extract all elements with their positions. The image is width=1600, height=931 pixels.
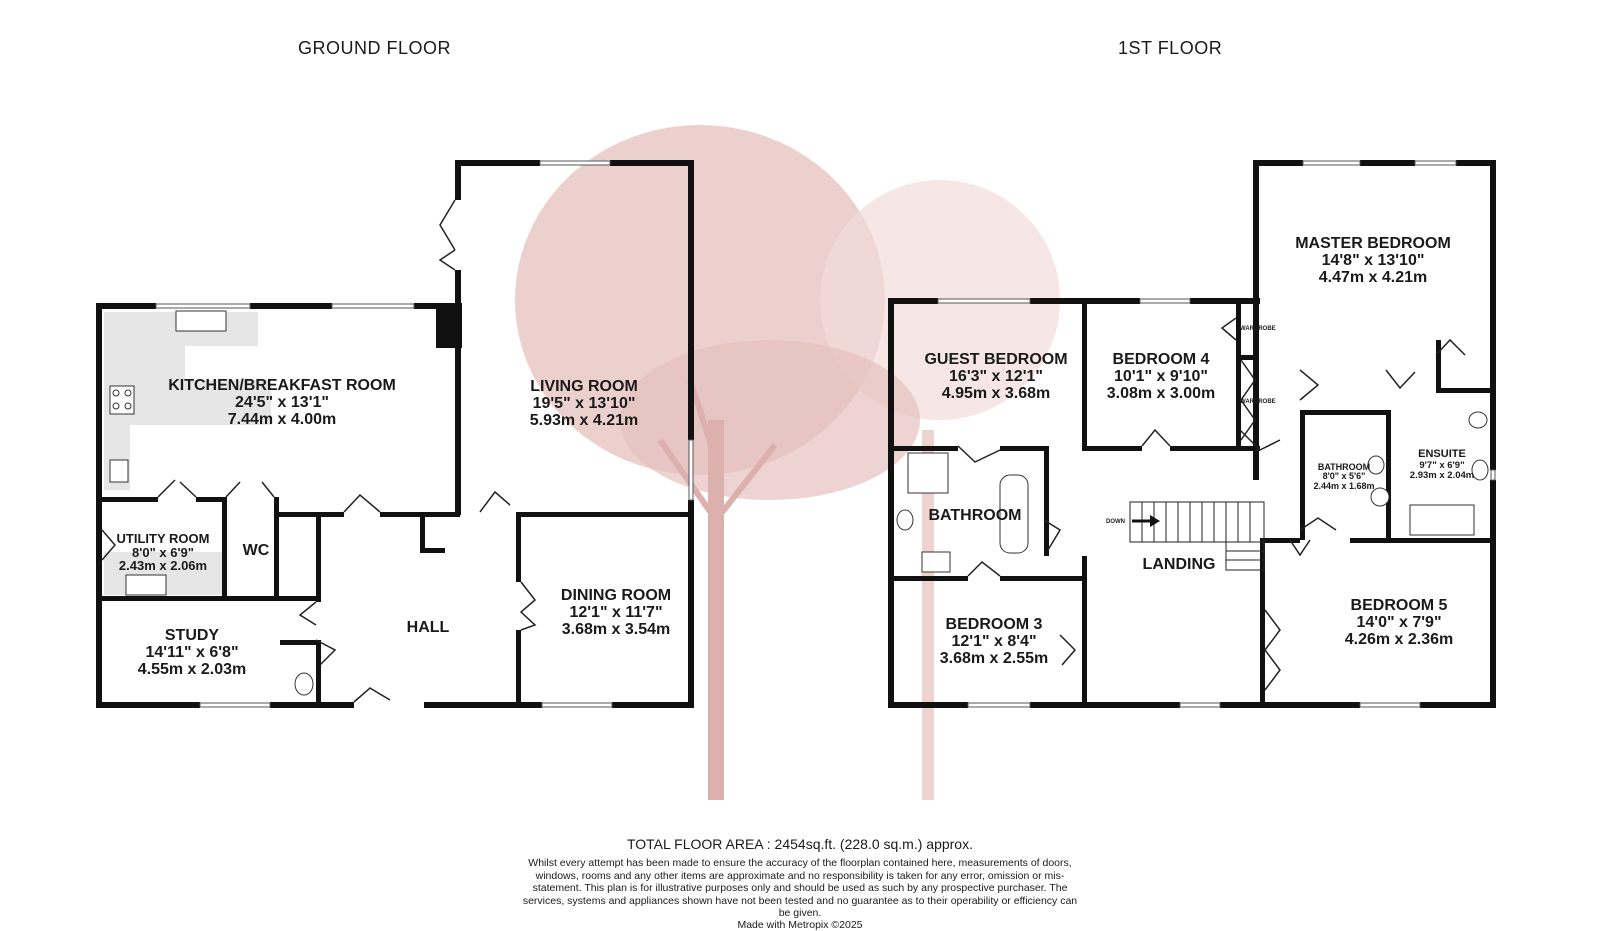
room-imperial: 12'1" x 8'4" bbox=[951, 632, 1037, 650]
room-utility: UTILITY ROOM 8'0" x 6'9" 2.43m x 2.06m bbox=[117, 532, 210, 573]
room-metric: 2.43m x 2.06m bbox=[118, 558, 208, 574]
room-kitchen-breakfast: KITCHEN/BREAKFAST ROOM 24'5" x 13'1" 7.4… bbox=[168, 377, 396, 428]
room-name: BATHROOM bbox=[928, 507, 1022, 524]
room-imperial: 14'0" x 7'9" bbox=[1356, 613, 1442, 631]
watermark-tree-logo bbox=[515, 125, 1060, 800]
ground-floor-walls bbox=[96, 160, 694, 708]
room-metric: 4.95m x 3.68m bbox=[941, 384, 1051, 402]
room-metric: 3.68m x 3.54m bbox=[561, 620, 671, 638]
room-ensuite: ENSUITE 9'7" x 6'9" 2.93m x 2.04m bbox=[1409, 448, 1475, 481]
room-bedroom-3: BEDROOM 3 12'1" x 8'4" 3.68m x 2.55m bbox=[939, 616, 1049, 667]
first-floor-title: 1ST FLOOR bbox=[1118, 38, 1223, 58]
room-bathroom-2: BATHROOM 8'0" x 5'6" 2.44m x 1.68m bbox=[1313, 462, 1375, 491]
room-metric: 4.55m x 2.03m bbox=[137, 660, 247, 678]
room-name: UTILITY ROOM bbox=[116, 531, 210, 546]
wardrobe-label: WARDROBE bbox=[1240, 399, 1276, 405]
room-bedroom-4: BEDROOM 4 10'1" x 9'10" 3.08m x 3.00m bbox=[1106, 351, 1216, 402]
room-imperial: 24'5" x 13'1" bbox=[235, 393, 329, 411]
room-bathroom: BATHROOM bbox=[928, 507, 1022, 525]
room-living: LIVING ROOM 19'5" x 13'10" 5.93m x 4.21m bbox=[529, 378, 639, 429]
room-imperial: 9'7" x 6'9" bbox=[1419, 459, 1465, 471]
total-floor-area: TOTAL FLOOR AREA : 2454sq.ft. (228.0 sq.… bbox=[626, 836, 973, 852]
fixtures bbox=[109, 310, 1489, 696]
room-landing: LANDING bbox=[1142, 556, 1216, 574]
wardrobe-label: WARDROBE bbox=[1240, 326, 1276, 332]
room-name: BEDROOM 5 bbox=[1350, 597, 1448, 614]
room-master-bedroom: MASTER BEDROOM 14'8" x 13'10" 4.47m x 4.… bbox=[1295, 235, 1451, 286]
room-name: GUEST BEDROOM bbox=[924, 351, 1068, 368]
room-metric: 3.08m x 3.00m bbox=[1106, 384, 1216, 402]
room-imperial: 19'5" x 13'10" bbox=[532, 394, 636, 412]
room-imperial: 10'1" x 9'10" bbox=[1114, 367, 1208, 385]
room-metric: 4.26m x 2.36m bbox=[1344, 630, 1454, 648]
room-name: MASTER BEDROOM bbox=[1295, 235, 1451, 252]
stair-arrow-icon bbox=[1132, 515, 1160, 527]
room-name: LANDING bbox=[1142, 556, 1216, 573]
room-metric: 3.68m x 2.55m bbox=[939, 649, 1049, 667]
floor-shading bbox=[104, 312, 271, 595]
room-study: STUDY 14'11" x 6'8" 4.55m x 2.03m bbox=[137, 627, 247, 678]
ground-floor-title: GROUND FLOOR bbox=[298, 38, 452, 58]
room-imperial: 8'0" x 5'6" bbox=[1322, 471, 1366, 482]
room-name: BEDROOM 3 bbox=[945, 616, 1043, 633]
room-metric: 2.44m x 1.68m bbox=[1313, 480, 1375, 491]
room-imperial: 12'1" x 11'7" bbox=[569, 603, 663, 621]
first-floor-walls bbox=[888, 160, 1496, 708]
room-metric: 4.47m x 4.21m bbox=[1318, 268, 1428, 286]
room-name: BEDROOM 4 bbox=[1112, 351, 1210, 368]
room-metric: 2.93m x 2.04m bbox=[1409, 469, 1475, 481]
room-imperial: 14'8" x 13'10" bbox=[1321, 251, 1425, 269]
room-imperial: 16'3" x 12'1" bbox=[949, 367, 1043, 385]
made-with-credit: Made with Metropix ©2025 bbox=[737, 919, 863, 931]
room-imperial: 14'11" x 6'8" bbox=[145, 643, 239, 661]
room-imperial: 8'0" x 6'9" bbox=[132, 544, 194, 560]
room-name: BATHROOM bbox=[1317, 462, 1371, 472]
room-name: DINING ROOM bbox=[560, 587, 672, 604]
room-name: STUDY bbox=[164, 627, 220, 644]
room-name: LIVING ROOM bbox=[530, 378, 638, 395]
room-name: ENSUITE bbox=[1418, 448, 1466, 460]
room-name: WC bbox=[242, 542, 270, 559]
room-metric: 7.44m x 4.00m bbox=[227, 410, 337, 428]
room-guest-bedroom: GUEST BEDROOM 16'3" x 12'1" 4.95m x 3.68… bbox=[924, 351, 1068, 402]
room-dining: DINING ROOM 12'1" x 11'7" 3.68m x 3.54m bbox=[560, 587, 672, 638]
room-name: HALL bbox=[406, 619, 450, 636]
room-hall: HALL bbox=[406, 619, 450, 637]
door-swings bbox=[101, 199, 1466, 703]
room-wc: WC bbox=[242, 542, 270, 560]
room-metric: 5.93m x 4.21m bbox=[529, 411, 639, 429]
windows bbox=[155, 160, 1496, 708]
disclaimer-text: Whilst every attempt has been made to en… bbox=[522, 857, 1078, 920]
room-bedroom-5: BEDROOM 5 14'0" x 7'9" 4.26m x 2.36m bbox=[1344, 597, 1454, 648]
room-name: KITCHEN/BREAKFAST ROOM bbox=[168, 377, 396, 394]
stairs-down-label: DOWN bbox=[1106, 519, 1125, 525]
